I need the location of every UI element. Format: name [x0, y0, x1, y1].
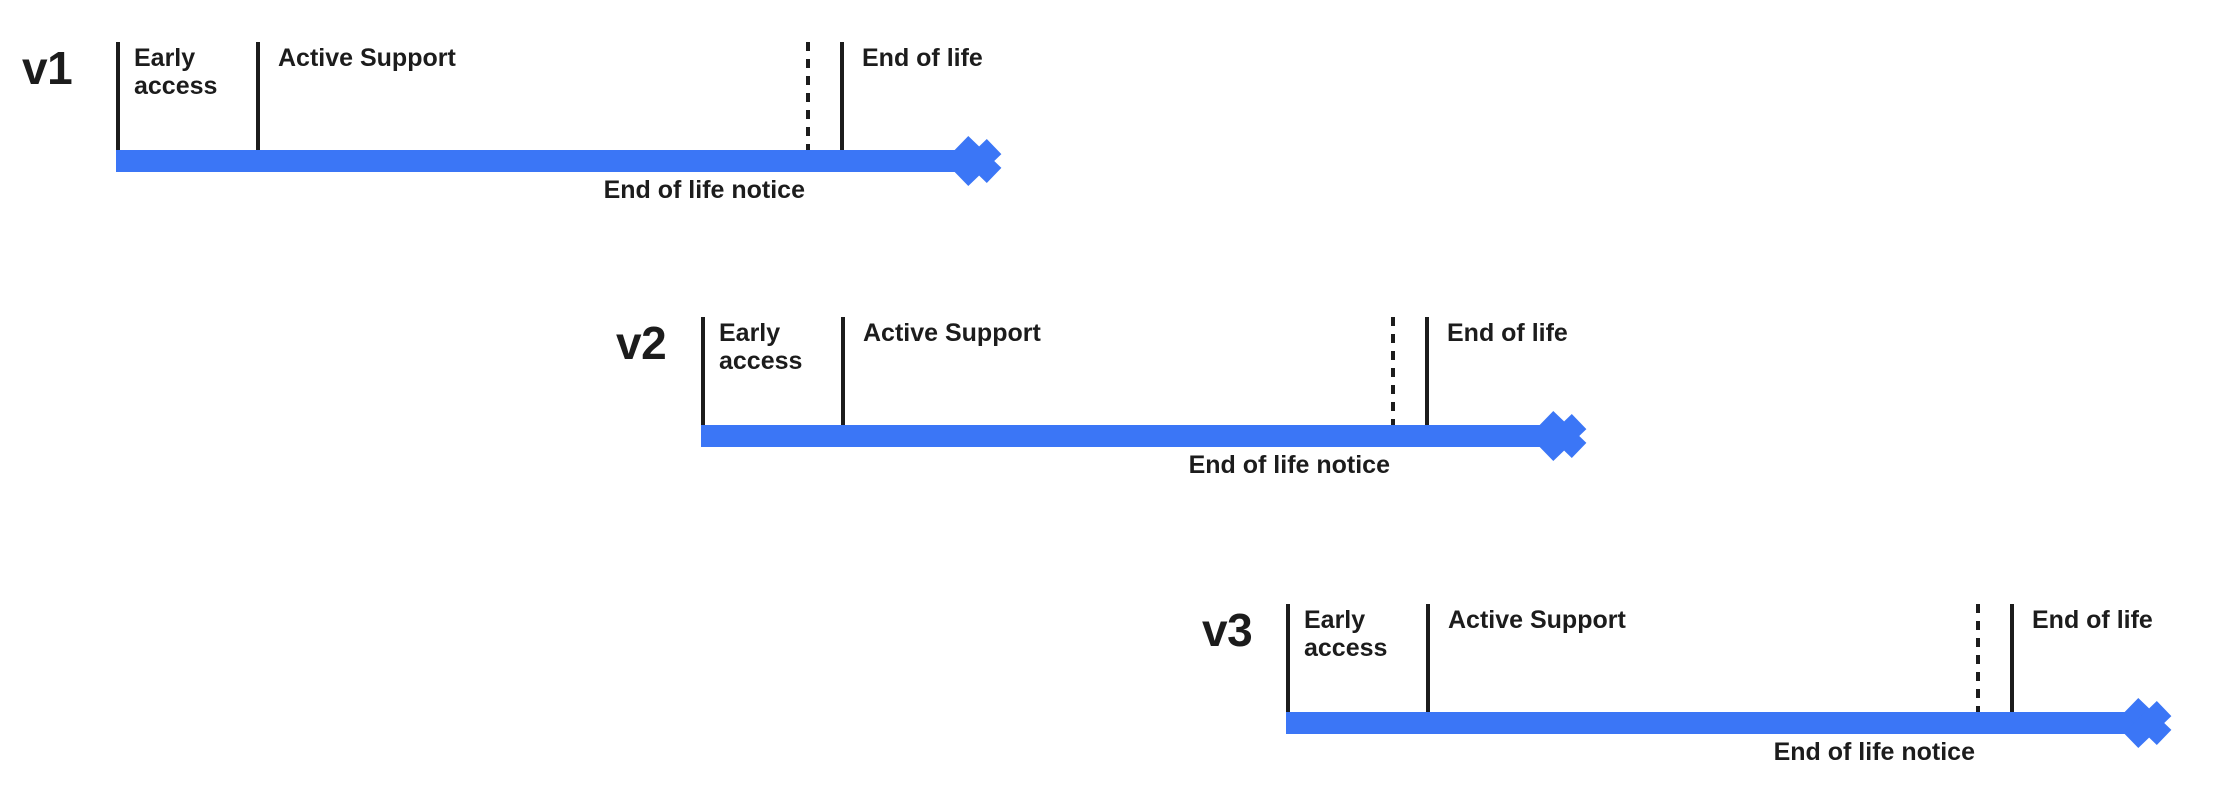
phase-label-active-support-v3: Active Support	[1448, 606, 1626, 634]
lifecycle-arrow-bar-v2	[701, 425, 1561, 447]
phase-divider-start-v2	[701, 317, 705, 425]
phase-label-active-support-v1: Active Support	[278, 44, 456, 72]
version-label-v2: v2	[616, 317, 667, 369]
eol-notice-label-v3: End of life notice	[1773, 738, 1975, 766]
phase-label-active-support-v2: Active Support	[863, 319, 1041, 347]
eol-notice-dashed-divider-v2	[1391, 317, 1395, 425]
phase-label-early-access-v2: Early access	[719, 319, 803, 375]
phase-label-end-of-life-v1: End of life	[862, 44, 983, 72]
lifecycle-arrow-bar-v3	[1286, 712, 2146, 734]
lifecycle-arrow-bar-v1	[116, 150, 976, 172]
version-label-v3: v3	[1202, 604, 1253, 656]
timeline-row-v1: v1 Early access Active Support End of li…	[0, 0, 1100, 230]
phase-divider-start-v3	[1286, 604, 1290, 712]
eol-notice-label-v2: End of life notice	[1188, 451, 1390, 479]
phase-divider-start-v1	[116, 42, 120, 150]
phase-divider-early-active-v2	[841, 317, 845, 425]
phase-label-early-access-v1: Early access	[134, 44, 218, 100]
phase-divider-eol-v2	[1425, 317, 1429, 425]
timeline-row-v2: v2 Early access Active Support End of li…	[0, 275, 1700, 505]
phase-label-early-access-v3: Early access	[1304, 606, 1388, 662]
lifecycle-arrow-head-v2	[1538, 403, 1606, 469]
eol-notice-dashed-divider-v1	[806, 42, 810, 150]
phase-divider-eol-v1	[840, 42, 844, 150]
version-label-v1: v1	[22, 42, 73, 94]
lifecycle-arrow-head-v3	[2123, 690, 2191, 756]
phase-divider-early-active-v1	[256, 42, 260, 150]
timeline-row-v3: v3 Early access Active Support End of li…	[0, 562, 2228, 792]
phase-divider-early-active-v3	[1426, 604, 1430, 712]
lifecycle-arrow-head-v1	[953, 128, 1021, 194]
phase-label-end-of-life-v2: End of life	[1447, 319, 1568, 347]
eol-notice-dashed-divider-v3	[1976, 604, 1980, 712]
phase-divider-eol-v3	[2010, 604, 2014, 712]
phase-label-end-of-life-v3: End of life	[2032, 606, 2153, 634]
eol-notice-label-v1: End of life notice	[603, 176, 805, 204]
